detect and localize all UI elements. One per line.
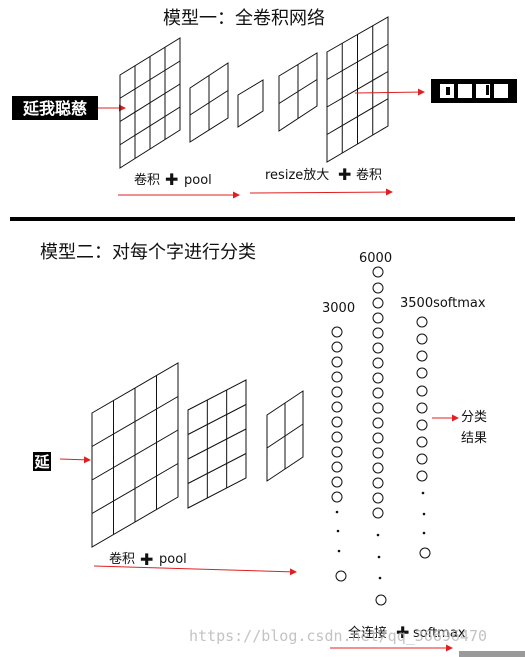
model1-feature-map-5 <box>326 16 389 163</box>
watermark-text: https://blog.csdn.net/qq_36696470 <box>189 627 487 645</box>
model2-input-arrow <box>59 456 91 464</box>
model1-arrow-resize-conv <box>249 188 393 196</box>
model2-caption-conv: 卷积 <box>109 551 135 567</box>
model2-caption-pool: pool <box>159 552 187 567</box>
model1-output-map <box>431 79 517 103</box>
model1-feature-map-3 <box>237 79 264 128</box>
model1-feature-map-4 <box>278 52 318 132</box>
model2-arrow-conv-pool <box>93 565 297 576</box>
model2-col1-label: 3000 <box>322 301 355 316</box>
model2-feature-map-2 <box>187 379 247 509</box>
model1-caption-resize: resize放大 <box>265 168 329 183</box>
model1-output-arrow <box>354 88 425 96</box>
model1-feature-map-1 <box>119 37 181 169</box>
model2-neurons-col1 <box>331 326 347 582</box>
model1-caption-conv: 卷积 <box>134 172 160 188</box>
model2-input-image: 延 <box>33 452 51 471</box>
model1-title: 模型一：全卷积网络 <box>163 8 325 29</box>
model1-feature-map-2 <box>189 62 229 143</box>
model2-caption-plus: ✚ <box>140 550 153 569</box>
model2-neurons-col2-ellipsis <box>376 533 382 580</box>
model1-caption-conv2: 卷积 <box>356 167 382 183</box>
model2-neurons-col2 <box>372 266 387 606</box>
model2-feature-map-3 <box>266 390 304 482</box>
model2-neurons-col3 <box>416 316 431 559</box>
model2-neurons-col1-ellipsis <box>335 510 341 553</box>
model1-caption-plus-1: ✚ <box>165 170 178 189</box>
model2-neurons-col3-ellipsis <box>421 491 426 535</box>
model2-output-label-2: 结果 <box>461 431 487 446</box>
model2-output-label-1: 分类 <box>461 410 487 425</box>
model1-input-image: 延我聪慈 <box>12 96 98 120</box>
model2-input-char: 延 <box>33 453 50 471</box>
model2-fc-caption-prefix: 全连接 <box>348 625 387 641</box>
model2-fc-caption-plus: ✚ <box>396 623 409 642</box>
model1-caption-plus-2: ✚ <box>338 165 351 184</box>
model1-caption-pool: pool <box>184 173 212 188</box>
model2-feature-map-1 <box>91 362 179 548</box>
model1-input-text: 延我聪慈 <box>22 99 87 118</box>
model2-col2-label: 6000 <box>359 251 392 266</box>
model2-title: 模型二：对每个字进行分类 <box>40 242 256 263</box>
corner-bar <box>459 651 525 657</box>
model2-fc-caption-suffix: softmax <box>413 626 466 641</box>
model2-col3-label: 3500softmax <box>400 296 486 311</box>
section-divider <box>10 217 515 221</box>
